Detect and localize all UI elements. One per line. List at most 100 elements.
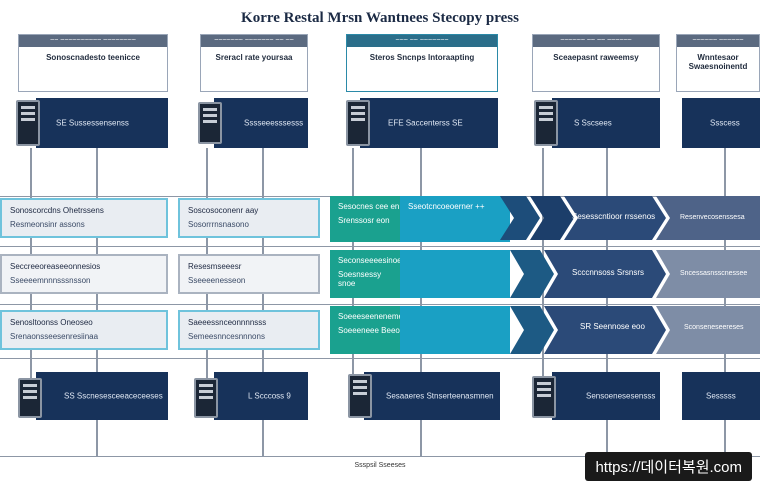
server-icon	[532, 376, 556, 418]
row1-col3-box: Sesocnes cee en Srenssosr eon	[330, 196, 400, 242]
header-box-4: ~~~~~~ ~~ ~~ ~~~~~~ Sceaepasnt raweemsy	[532, 34, 660, 92]
box-line: Sseotcncoeoerner ++	[408, 202, 485, 211]
box-line: Sesocnes cee en	[338, 202, 400, 211]
header-caption: ~~~~~~ ~~ ~~ ~~~~~~	[533, 35, 659, 47]
box-line: Saeeessnceonnnnsss	[188, 318, 267, 327]
watermark: https://데이터복원.com	[585, 452, 752, 481]
box-line: Semeesnncesnnnons	[188, 332, 265, 341]
header-text: Sonoscnadesto teenicce	[46, 53, 140, 62]
server-icon	[194, 378, 218, 418]
header-box-2: ~~~~~~~ ~~~~~~~ ~~ ~~ Sreracl rate yours…	[200, 34, 308, 92]
chevron-arrow	[656, 196, 760, 240]
server-icon	[346, 100, 370, 146]
row3-col3b-box	[400, 306, 510, 354]
module-label: Sssseeesssesss	[244, 118, 304, 128]
connector-line	[262, 148, 264, 456]
header-caption: ~~~ ~~ ~~~~~~~	[347, 35, 497, 47]
connector-line	[724, 148, 726, 456]
module-label: Sesssss	[706, 391, 736, 401]
chevron-arrow	[530, 196, 574, 240]
connector-line	[96, 148, 98, 456]
chevron-arrow	[544, 306, 666, 354]
chevron-label: Sconseneseereses	[684, 324, 744, 331]
server-icon	[16, 100, 40, 146]
row3-col3-box: Soeeeseeneneme Soeeeneee Beeo	[330, 306, 403, 354]
top-module-5: Ssscess	[682, 98, 760, 148]
module-label: Sensoenesesensss	[586, 391, 656, 401]
module-label: S Sscsees	[574, 118, 612, 128]
footer-caption: Ssspsil Sseeses	[354, 462, 406, 469]
box-line: Soeeeneee Beeo	[338, 326, 400, 335]
header-text: Steros Sncnps lntoraapting	[369, 53, 475, 62]
header-box-1: ~~ ~~~~~~~~~~ ~~~~~~~~ Sonoscnadesto tee…	[18, 34, 168, 92]
chevron-arrow	[564, 196, 666, 240]
band-line	[0, 304, 760, 305]
chevron-arrow	[510, 250, 554, 298]
module-label: SS Sscnesesceeaceceeses	[64, 391, 163, 401]
module-label: L Scccoss 9	[248, 391, 291, 401]
chevron-arrow	[544, 250, 666, 298]
row3-col1-box: Senosltoonss Oneoseo Srenaonsseesenresii…	[0, 310, 168, 350]
row2-col3-box: Seconseeeesinoe Soesnsessy snoe	[330, 250, 402, 298]
box-line: Sseeeemnnnsssnsson	[10, 276, 91, 285]
box-line: Srenssosr eon	[338, 216, 390, 225]
header-caption: ~~~~~~~ ~~~~~~~ ~~ ~~	[201, 35, 307, 47]
bottom-module-5: Sesssss	[682, 372, 760, 420]
band-line	[0, 358, 760, 359]
box-line: Soeeeseeneneme	[338, 312, 403, 321]
box-line: Sosorrrnsnasono	[188, 220, 249, 229]
bottom-module-3: Sesaaeres Stnserteenasmnen	[364, 372, 500, 420]
chevron-label: SR Seennose eoo	[580, 322, 645, 331]
row2-col1-box: Seccreeoreaseeonnesios Sseeeemnnnsssnsso…	[0, 254, 168, 294]
box-line: Sonoscorcdns Ohetrssens	[10, 206, 104, 215]
box-line: Srenaonsseesenresiinaa	[10, 332, 99, 341]
header-box-3: ~~~ ~~ ~~~~~~~ Steros Sncnps lntoraaptin…	[346, 34, 498, 92]
chevron-label: Sncessasnsscnessee	[680, 270, 748, 277]
chevron-label: Sesesscntioor rrssenos	[572, 212, 656, 221]
top-module-2: Sssseeesssesss	[214, 98, 308, 148]
top-module-1: SE Sussessensenss	[36, 98, 168, 148]
connector-line	[606, 148, 608, 456]
connector-line	[420, 148, 422, 456]
chevron-label: Scccnnsoss Srsnsrs	[572, 268, 645, 277]
box-line: Seconseeeesinoe	[338, 256, 402, 265]
diagram-title: Korre Restal Mrsn Wantnees Stecopy press	[241, 10, 519, 26]
server-icon	[18, 378, 42, 418]
server-icon	[198, 102, 222, 144]
module-label: EFE Saccenterss SE	[388, 118, 463, 128]
header-box-5: ~~~~~~ ~~~~~~ Wnntesaor Swaesnoinentd	[676, 34, 760, 92]
row1-col2-box: Soscosoconenr aay Sosorrrnsnasono	[178, 198, 320, 238]
row3-col2-box: Saeeessnceonnnnsss Semeesnncesnnnons	[178, 310, 320, 350]
row1-col1-box: Sonoscorcdns Ohetrssens Resmeonsinr asso…	[0, 198, 168, 238]
box-line: Soesnsessy snoe	[338, 270, 382, 288]
band-line	[0, 246, 760, 247]
row2-col3b-box	[400, 250, 510, 298]
bottom-module-1: SS Sscnesesceeaceceeses	[36, 372, 168, 420]
box-line: Soscosoconenr aay	[188, 206, 259, 215]
chevron-arrow	[656, 306, 760, 354]
row2-col2-box: Resesmseeesr Sseeeenesseon	[178, 254, 320, 294]
server-icon	[534, 100, 558, 146]
box-line: Senosltoonss Oneoseo	[10, 318, 93, 327]
header-caption: ~~ ~~~~~~~~~~ ~~~~~~~~	[19, 35, 167, 47]
row1-col3b-box: Sseotcncoeoerner ++	[400, 196, 510, 242]
header-caption: ~~~~~~ ~~~~~~	[677, 35, 759, 47]
bottom-line	[0, 456, 760, 457]
header-text: Sreracl rate yoursaa	[215, 53, 293, 62]
box-line: Resesmseeesr	[188, 262, 242, 271]
module-label: Sesaaeres Stnserteenasmnen	[386, 391, 494, 401]
box-line: Resmeonsinr assons	[10, 220, 85, 229]
chevron-arrow	[500, 196, 540, 240]
process-chevrons	[500, 196, 760, 354]
module-label: SE Sussessensenss	[56, 118, 129, 128]
header-text: Sceaepasnt raweemsy	[553, 53, 639, 62]
server-icon	[348, 374, 372, 418]
module-label: Ssscess	[710, 118, 740, 128]
bottom-module-2: L Scccoss 9	[214, 372, 308, 420]
chevron-arrow	[510, 306, 554, 354]
top-module-3: EFE Saccenterss SE	[360, 98, 498, 148]
box-line: Sseeeenesseon	[188, 276, 246, 285]
top-module-4: S Sscsees	[552, 98, 660, 148]
bottom-module-4: Sensoenesesensss	[552, 372, 660, 420]
chevron-label: Resenvecosenssesa	[680, 214, 745, 221]
